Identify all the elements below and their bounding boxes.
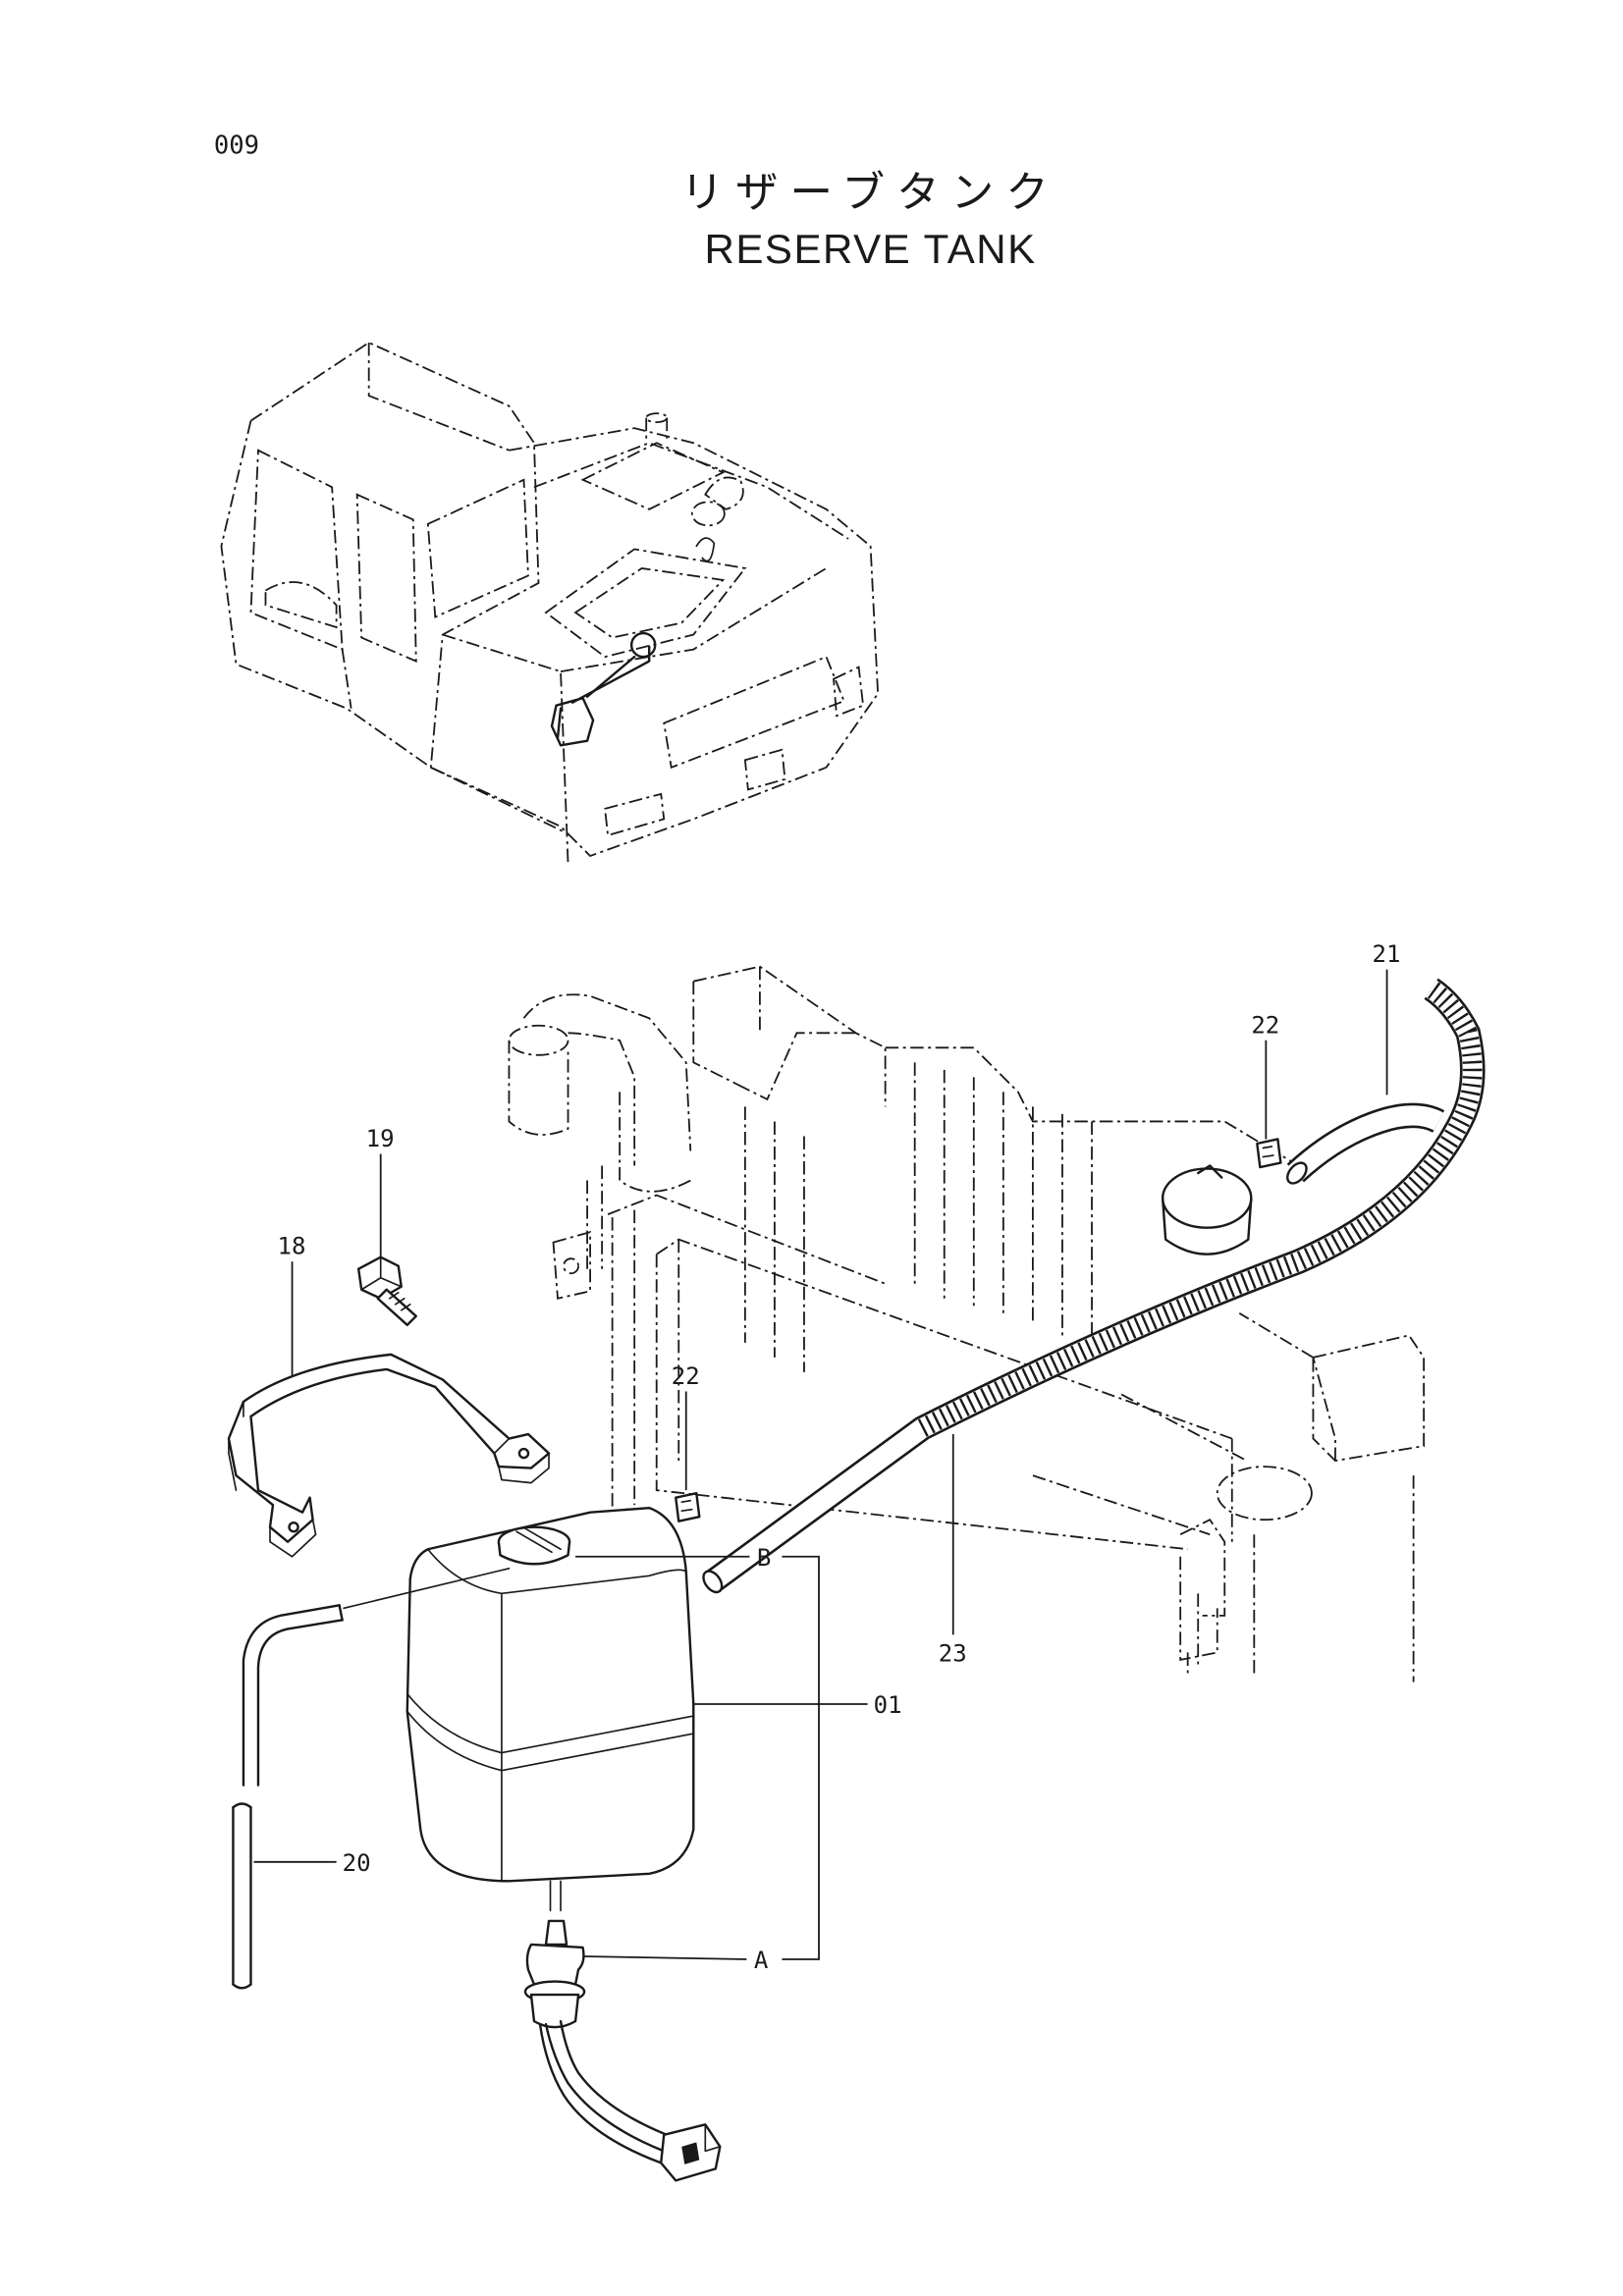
callout-19: 19 [366,1125,395,1152]
callout-a: A [754,1947,769,1974]
radiator-assembly-illustration [508,965,1426,1682]
level-sensor-a [523,1919,722,2182]
callout-01: 01 [874,1691,902,1719]
callout-22-lower: 22 [672,1362,700,1390]
callout-21: 21 [1373,940,1401,968]
hose-clamp-lower [675,1491,701,1522]
page-number: 009 [214,132,259,161]
callout-20: 20 [343,1849,371,1877]
callout-22-upper: 22 [1251,1011,1279,1039]
corrugated-hose-23 [702,978,1486,1594]
excavator-overview-illustration [220,341,880,864]
hose-clamp-upper [1256,1138,1282,1169]
callout-23: 23 [939,1639,967,1667]
bracket-18 [227,1353,551,1558]
title-english: RESERVE TANK [704,226,1036,272]
reserve-tank-01 [406,1506,695,1912]
bolt-19 [356,1255,417,1327]
hose-21 [1286,1102,1445,1185]
hose-20 [232,1567,511,1990]
title-japanese: リザーブタンク [680,169,1059,218]
leader-lines [253,969,1388,1960]
callout-b: B [757,1544,771,1572]
callout-18: 18 [278,1233,306,1260]
